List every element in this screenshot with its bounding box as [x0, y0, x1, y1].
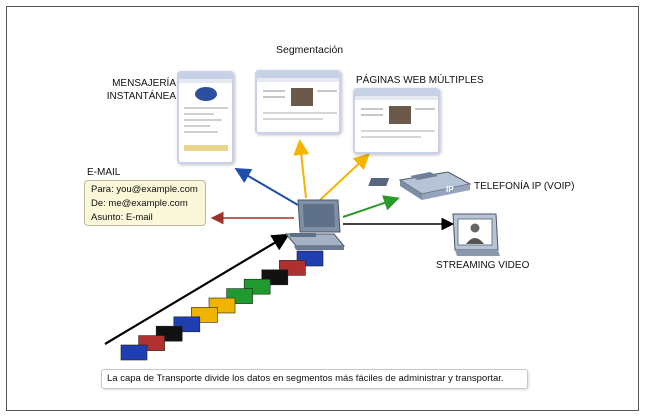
email-label: E-MAIL: [87, 167, 121, 178]
instant-messaging-label: MENSAJERÍA INSTANTÁNEA: [106, 77, 176, 103]
arrow-to-web-center: [293, 139, 310, 199]
streaming-video-label: STREAMING VIDEO: [436, 260, 530, 271]
instant-messaging-label-line2: INSTANTÁNEA: [106, 91, 176, 102]
ip-badge: IP: [446, 185, 454, 194]
email-to: Para: you@example.com: [91, 184, 198, 195]
voip-label: TELEFONÍA IP (VOIP): [474, 181, 575, 192]
web-page-thumbnail-right: [353, 88, 440, 154]
email-from: De: me@example.com: [91, 198, 188, 209]
im-window-thumbnail: [177, 71, 234, 164]
arrow-segments-in: [104, 233, 290, 345]
email-message-box: Para: you@example.com De: me@example.com…: [84, 180, 206, 226]
video-monitor-icon: [452, 213, 500, 256]
segmentation-label: Segmentación: [276, 44, 344, 56]
arrow-to-voip: [342, 195, 400, 218]
arrow-to-web-right: [319, 153, 370, 201]
arrow-to-im: [234, 167, 299, 206]
data-segments: [120, 250, 324, 361]
web-page-thumbnail-center: [255, 70, 341, 134]
caption: La capa de Transporte divide los datos e…: [101, 369, 528, 389]
web-pages-label: PÁGINAS WEB MÚLTIPLES: [356, 75, 484, 86]
ip-phone-icon: [368, 171, 472, 200]
email-subject: Asunto: E-mail: [91, 212, 153, 223]
computer-icon: [284, 199, 346, 250]
instant-messaging-label-line1: MENSAJERÍA: [112, 78, 176, 89]
data-segment: [120, 344, 148, 361]
